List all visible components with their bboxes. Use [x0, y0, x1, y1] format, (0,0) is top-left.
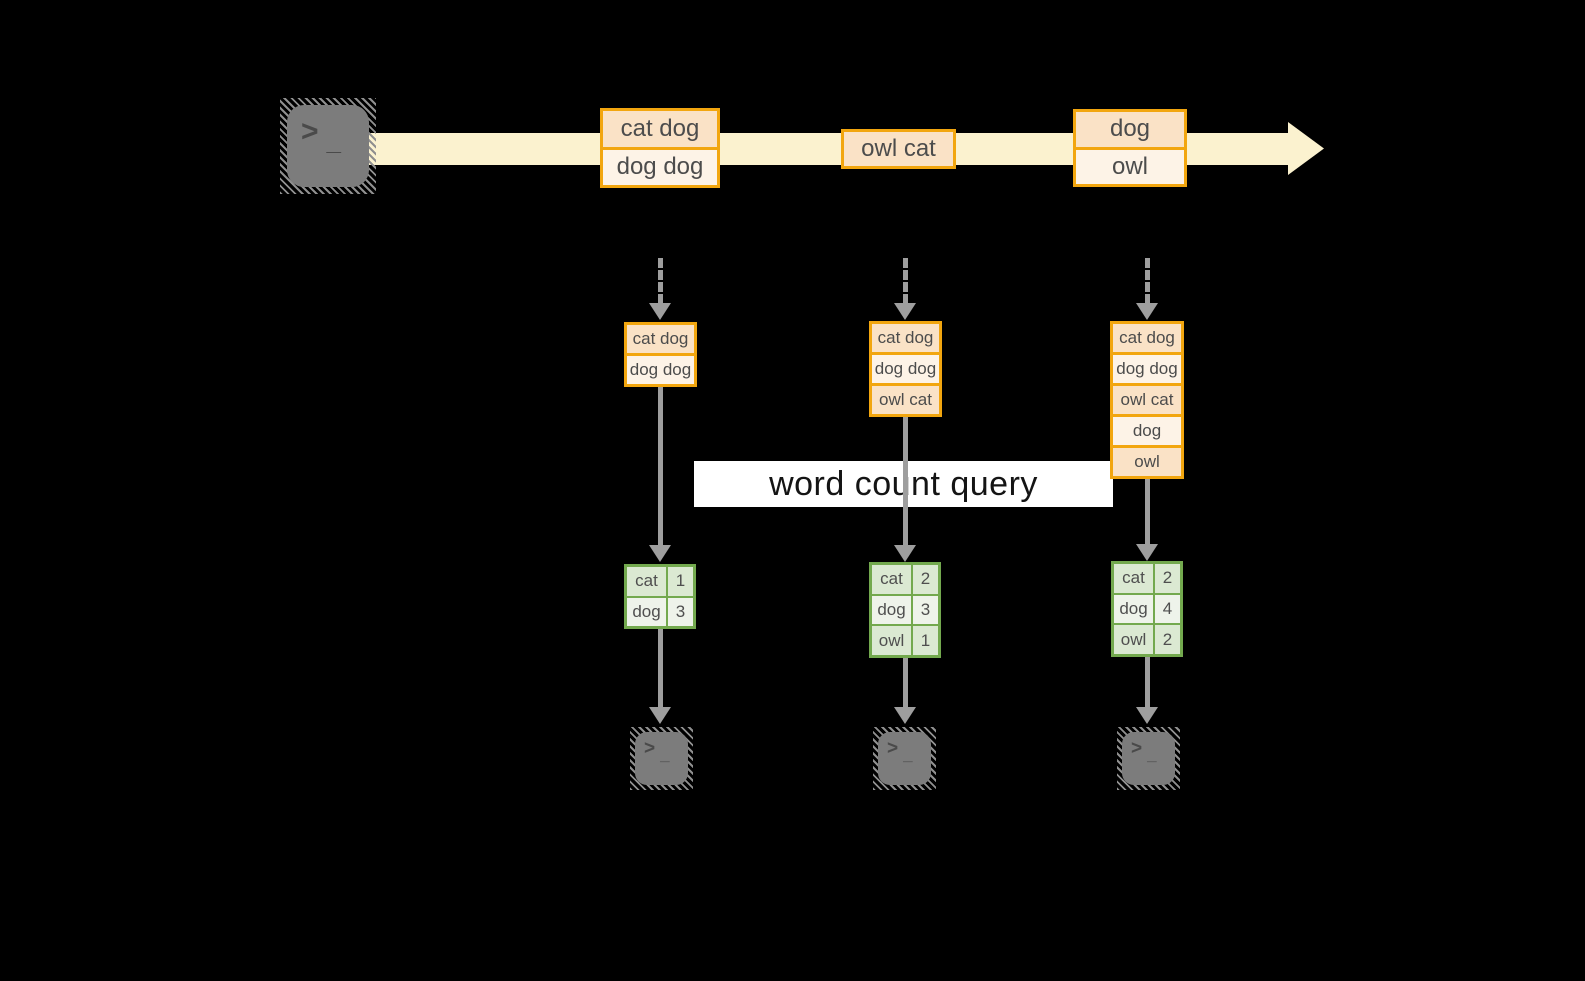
word-count-table-1: cat 1 dog 3 [624, 564, 696, 629]
prompt-cursor-icon: _ [660, 745, 670, 764]
micro-batch-item: owl cat [1113, 386, 1181, 414]
table-cell-count: 3 [668, 597, 693, 626]
prompt-chevron-icon: > [301, 115, 319, 148]
table-cell-count: 2 [1155, 564, 1180, 593]
micro-batch-item: owl cat [872, 386, 939, 414]
table-cell-word: dog [1114, 594, 1153, 624]
stream-event-line: cat dog [603, 111, 717, 147]
terminal-icon: > _ [1117, 727, 1180, 790]
terminal-screen: > _ [1122, 732, 1175, 785]
arrow-shaft [902, 657, 908, 708]
table-cell-count: 1 [668, 567, 693, 596]
prompt-chevron-icon: > [644, 738, 656, 759]
stream-event-box-2: owl cat [841, 129, 956, 169]
arrow-shaft [657, 627, 663, 708]
arrow-head-icon [1136, 544, 1158, 561]
arrow-head-icon [649, 545, 671, 562]
stream-event-line: dog dog [603, 149, 717, 185]
prompt-cursor-icon: _ [903, 745, 913, 764]
stream-timeline-arrowhead-icon [1288, 122, 1324, 175]
stream-event-line: owl cat [844, 132, 953, 166]
sink-arrow [1136, 656, 1158, 724]
arrow-head-icon [894, 707, 916, 724]
terminal-screen: > _ [287, 105, 369, 187]
micro-batch-item: cat dog [627, 325, 694, 353]
terminal-icon: > _ [873, 727, 936, 790]
table-cell-word: dog [872, 595, 911, 625]
micro-batch-stack-1: cat dog dog dog [624, 322, 697, 387]
micro-batch-item: dog [1113, 417, 1181, 445]
word-count-table-3: cat 2 dog 4 owl 2 [1111, 561, 1183, 657]
arrow-shaft [902, 258, 908, 304]
query-arrow [1136, 479, 1158, 561]
prompt-chevron-icon: > [1131, 738, 1143, 759]
stream-event-line: owl [1076, 149, 1184, 184]
arrow-shaft [657, 386, 663, 546]
table-cell-word: cat [1114, 564, 1153, 593]
terminal-icon: > _ [630, 727, 693, 790]
terminal-icon: > _ [280, 98, 376, 194]
table-cell-word: owl [1114, 625, 1153, 654]
arrow-head-icon [1136, 303, 1158, 320]
table-cell-word: owl [872, 626, 911, 655]
table-cell-count: 2 [1155, 625, 1180, 654]
arrow-shaft [657, 258, 663, 304]
micro-batch-item: dog dog [1113, 355, 1181, 383]
micro-batch-item: dog dog [627, 356, 694, 384]
terminal-screen: > _ [878, 732, 931, 785]
sink-arrow [894, 657, 916, 724]
prompt-cursor-icon: _ [1147, 745, 1157, 764]
arrow-head-icon [1136, 707, 1158, 724]
table-cell-count: 4 [1155, 594, 1180, 624]
table-cell-word: dog [627, 597, 666, 626]
word-count-table-2: cat 2 dog 3 owl 1 [869, 562, 941, 658]
table-cell-count: 1 [913, 626, 938, 655]
sink-arrow [649, 627, 671, 724]
stream-event-box-3: dog owl [1073, 109, 1187, 187]
arrow-shaft [1144, 258, 1150, 304]
prompt-cursor-icon: _ [326, 126, 341, 156]
arrow-shaft [1144, 479, 1150, 545]
micro-batch-item: cat dog [872, 324, 939, 352]
table-cell-count: 3 [913, 595, 938, 625]
micro-batch-arrow [1136, 258, 1158, 320]
micro-batch-arrow [894, 258, 916, 320]
table-cell-word: cat [627, 567, 666, 596]
arrow-head-icon [649, 707, 671, 724]
arrow-shaft [902, 417, 908, 546]
stream-event-box-1: cat dog dog dog [600, 108, 720, 188]
terminal-screen: > _ [635, 732, 688, 785]
micro-batch-item: owl [1113, 448, 1181, 476]
arrow-head-icon [894, 303, 916, 320]
micro-batch-stack-2: cat dog dog dog owl cat [869, 321, 942, 417]
arrow-head-icon [649, 303, 671, 320]
prompt-chevron-icon: > [887, 738, 899, 759]
table-cell-word: cat [872, 565, 911, 594]
micro-batch-stack-3: cat dog dog dog owl cat dog owl [1110, 321, 1184, 479]
micro-batch-item: dog dog [872, 355, 939, 383]
query-arrow [894, 417, 916, 562]
micro-batch-arrow [649, 258, 671, 320]
arrow-head-icon [894, 545, 916, 562]
table-cell-count: 2 [913, 565, 938, 594]
arrow-shaft [1144, 656, 1150, 708]
query-arrow [649, 386, 671, 562]
micro-batch-item: cat dog [1113, 324, 1181, 352]
stream-event-line: dog [1076, 112, 1184, 147]
